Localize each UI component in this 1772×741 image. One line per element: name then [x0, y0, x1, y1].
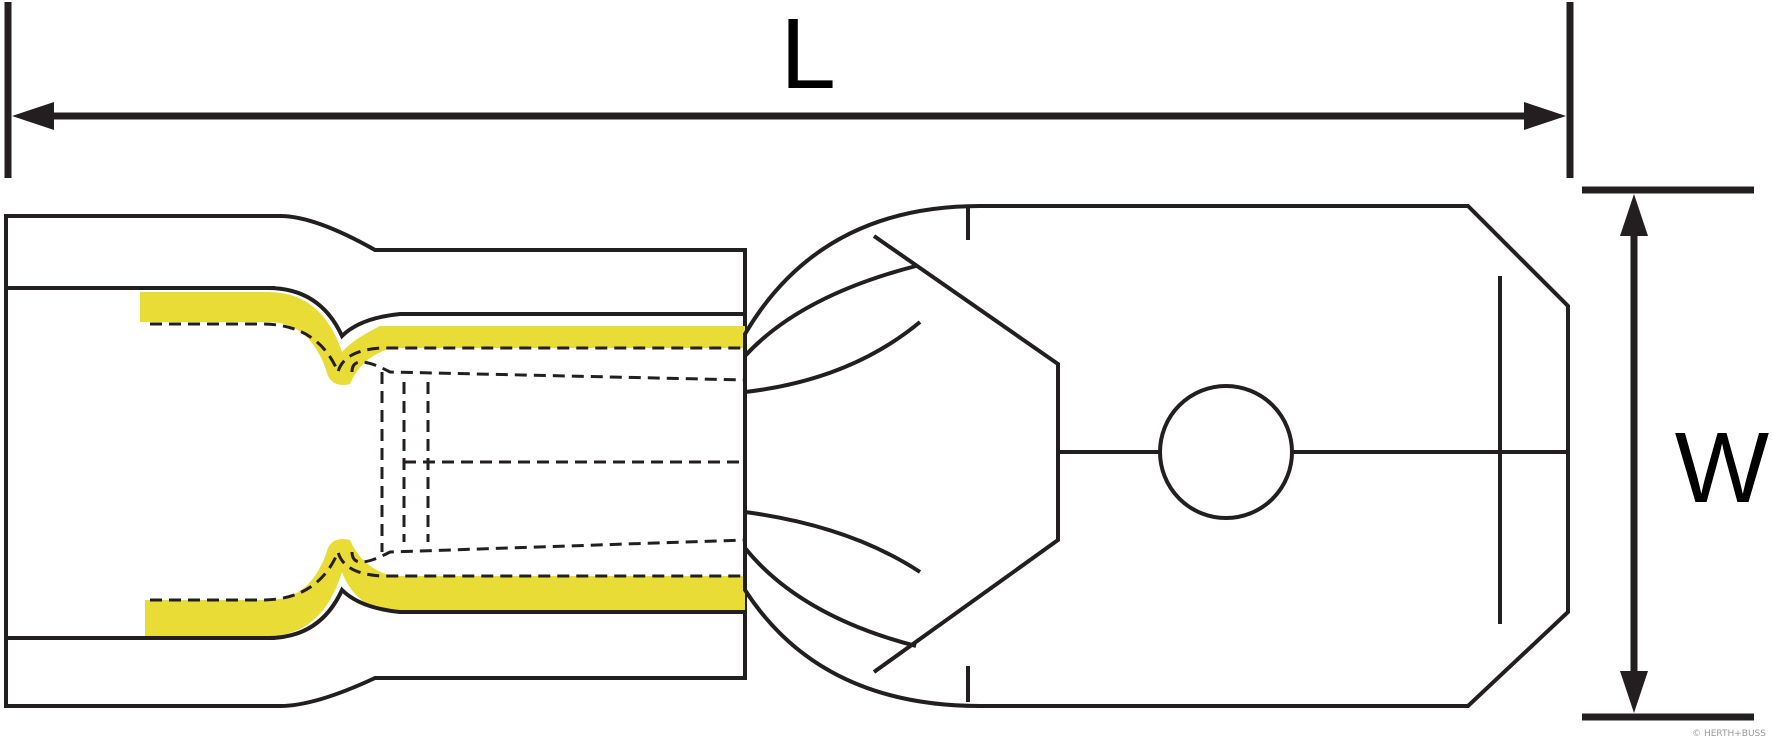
width-label: W — [1675, 412, 1770, 524]
length-arrow-right — [1524, 102, 1566, 130]
tab-outline — [980, 204, 1570, 708]
insulation-sleeve — [4, 214, 747, 708]
length-dimension — [4, 2, 1574, 178]
length-arrow-left — [12, 102, 54, 130]
yellow-band-bottom-edge — [267, 586, 745, 640]
transition-curve-2 — [744, 320, 922, 394]
tab-hex-neck — [872, 234, 1060, 674]
tab-collar-arc — [743, 204, 981, 708]
transition-curve-1 — [743, 264, 917, 358]
length-label: L — [780, 0, 836, 110]
width-arrow-top — [1620, 194, 1648, 236]
yellow-band-top — [140, 292, 745, 385]
width-dimension — [1582, 186, 1754, 721]
transition-curve-4 — [743, 546, 917, 648]
width-arrow-bottom — [1620, 671, 1648, 713]
transition-curve-3 — [744, 510, 922, 574]
tab-detent-hole — [1158, 384, 1294, 520]
metal-tab — [743, 204, 1570, 708]
crimp-barrel-hidden — [150, 322, 746, 602]
yellow-band-bottom — [145, 539, 745, 636]
watermark: © HERTH+BUSS — [1692, 729, 1766, 739]
yellow-band-top-edge — [267, 286, 745, 340]
